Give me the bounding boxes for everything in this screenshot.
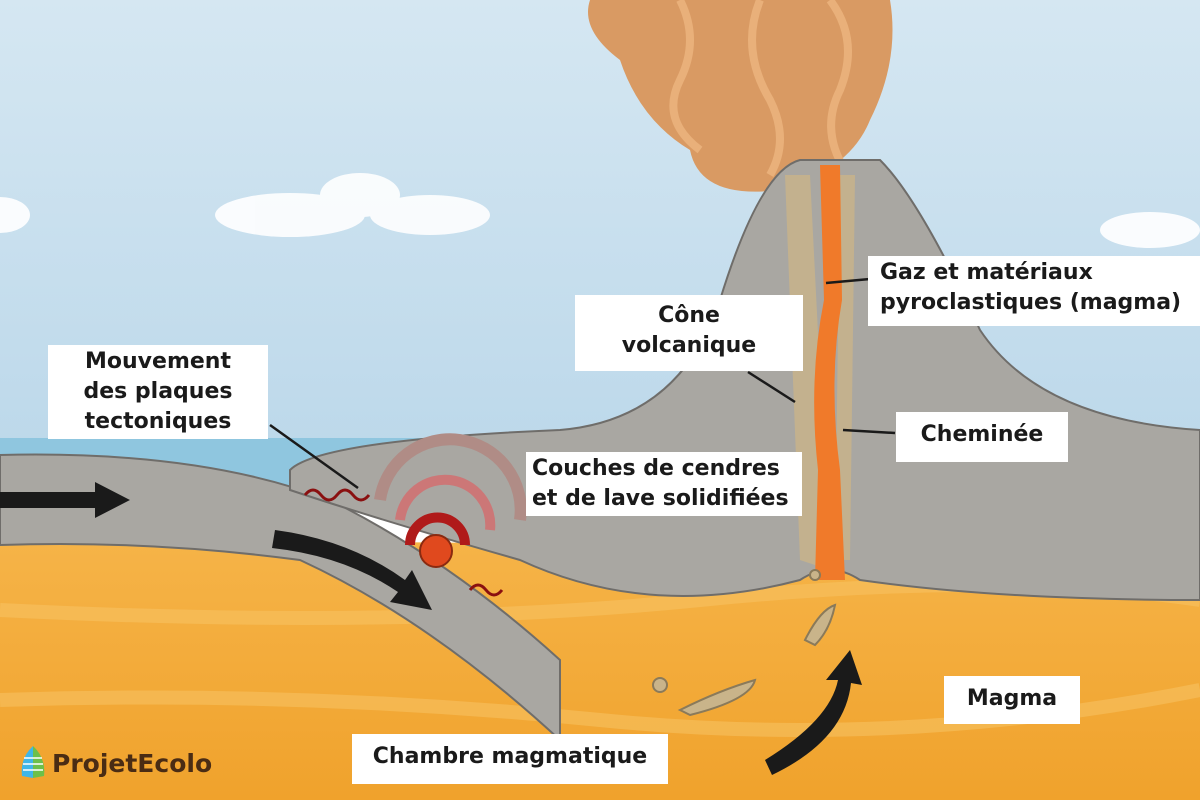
label-magma: Magma [944, 676, 1080, 724]
plume-swirls [669, 0, 852, 177]
smoke-plume [588, 0, 893, 192]
leader-lines [269, 277, 896, 490]
label-line: volcanique [621, 333, 757, 358]
logo-text: ProjetEcolo [52, 748, 213, 778]
label-line: Cheminée [920, 422, 1044, 447]
label-line: Magma [966, 686, 1058, 711]
label-gaz-materiaux: Gaz et matériaux pyroclastiques (magma) [868, 256, 1200, 326]
label-cone-volcanique: Cône volcanique [575, 295, 803, 371]
label-line: et de lave solidifiées [532, 486, 789, 511]
label-line: tectoniques [84, 409, 232, 434]
label-line: pyroclastiques (magma) [880, 290, 1182, 315]
magma-blobs [652, 569, 837, 717]
clouds [0, 173, 1200, 248]
leaf-icon [21, 746, 45, 778]
label-line: Couches de cendres [532, 456, 780, 481]
label-couches: Couches de cendres et de lave solidifiée… [526, 452, 802, 516]
label-line: des plaques [83, 379, 233, 404]
label-cheminee: Cheminée [896, 412, 1068, 462]
label-line: Mouvement [85, 349, 231, 374]
label-mouvement-plaques: Mouvement des plaques tectoniques [48, 345, 268, 439]
chimney-vent [814, 165, 845, 580]
label-line: Gaz et matériaux [880, 260, 1093, 285]
label-chambre-magmatique: Chambre magmatique [352, 734, 668, 784]
earthquake-waves [303, 433, 527, 597]
label-line: Chambre magmatique [372, 744, 648, 769]
label-line: Cône [658, 303, 720, 328]
projetecolo-logo: ProjetEcolo [20, 746, 212, 780]
movement-arrows [0, 482, 862, 775]
